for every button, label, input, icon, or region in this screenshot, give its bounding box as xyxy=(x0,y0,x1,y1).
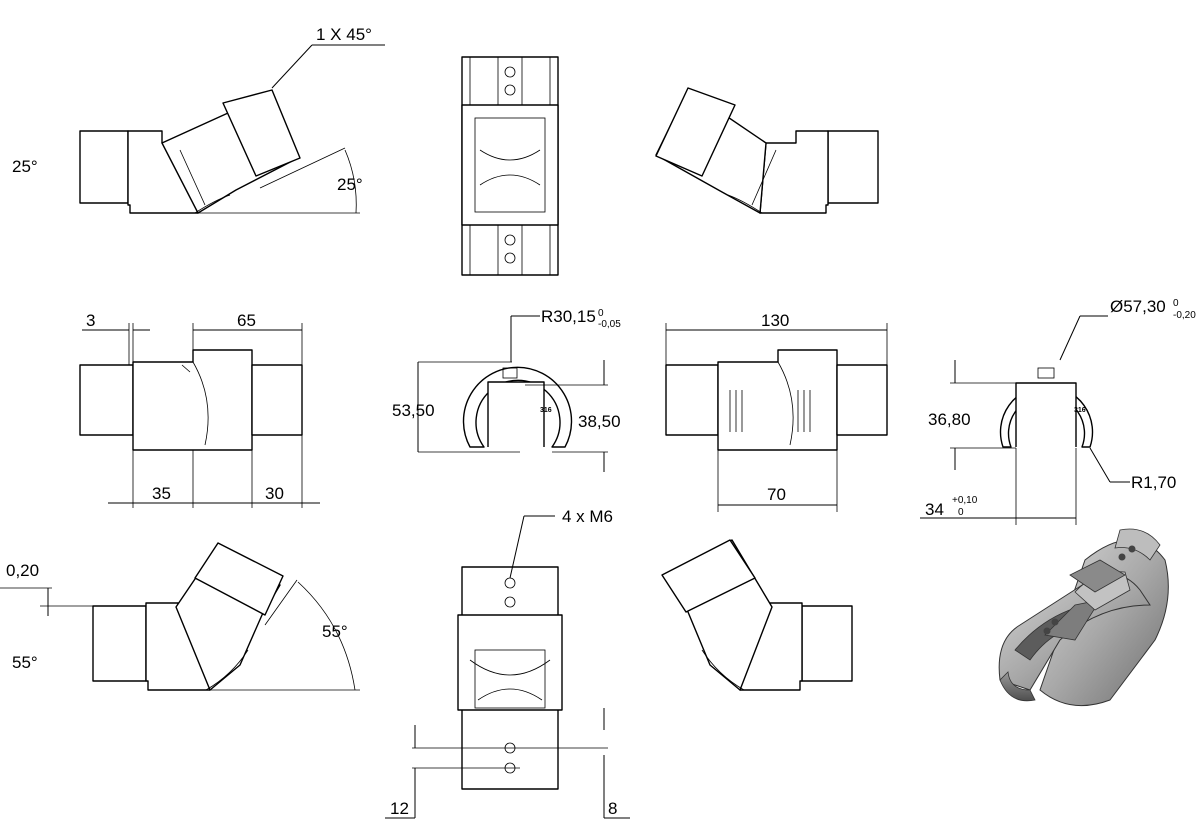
view-top-left-25deg xyxy=(79,44,385,214)
height-right: 36,80 xyxy=(928,410,971,429)
height-total: 53,50 xyxy=(392,401,435,420)
diameter-label: Ø57,30 xyxy=(1110,297,1166,316)
width-tol-lower: 0 xyxy=(958,507,964,518)
dim-12: 12 xyxy=(390,799,409,818)
width-right: 34 xyxy=(925,500,944,519)
isometric-3d-view xyxy=(998,528,1169,707)
height-slot: 38,50 xyxy=(578,412,621,431)
offset-label: 0,20 xyxy=(6,561,39,580)
width-tol-upper: +0,10 xyxy=(952,495,978,506)
m6-hole-4-icon xyxy=(504,762,516,774)
radius-label: R30,15 xyxy=(541,307,596,326)
hole-4-icon xyxy=(504,252,516,264)
length-total: 130 xyxy=(761,311,789,330)
chamfer-label: 1 X 45° xyxy=(316,25,372,44)
angle-label-right: 25° xyxy=(337,175,363,194)
view-bottom-right-55deg xyxy=(661,539,853,691)
length-body: 70 xyxy=(767,485,786,504)
dim-8: 8 xyxy=(608,799,617,818)
radius-edge: R1,70 xyxy=(1131,473,1176,492)
view-top-center xyxy=(461,56,559,276)
dim-30: 30 xyxy=(265,484,284,503)
hole-1-icon xyxy=(504,66,516,78)
material-stamp-right: 316 xyxy=(1074,407,1086,414)
thread-label: 4 x M6 xyxy=(562,507,613,526)
dim-3: 3 xyxy=(86,311,95,330)
m6-hole-3-icon xyxy=(504,742,516,754)
view-middle-left xyxy=(79,323,320,508)
hole-3-icon xyxy=(504,234,516,246)
view-section-right xyxy=(920,315,1130,525)
view-bottom-left-55deg xyxy=(0,542,360,691)
view-bottom-center xyxy=(385,515,630,819)
radius-tol-lower: -0,05 xyxy=(598,319,621,330)
radius-tol-upper: 0 xyxy=(598,308,604,319)
hole-2-icon xyxy=(504,84,516,96)
diameter-tol-lower: -0,20 xyxy=(1173,310,1196,321)
dim-35: 35 xyxy=(152,484,171,503)
angle-bottom-left: 55° xyxy=(12,653,38,672)
material-stamp-left: 316 xyxy=(540,407,552,414)
angle-label-left: 25° xyxy=(12,157,38,176)
view-middle-center xyxy=(665,323,888,512)
dim-65: 65 xyxy=(237,311,256,330)
diameter-tol-upper: 0 xyxy=(1173,298,1179,309)
m6-hole-2-icon xyxy=(504,596,516,608)
angle-bottom-right: 55° xyxy=(322,622,348,641)
view-top-right-25deg xyxy=(655,87,879,214)
view-section-left xyxy=(417,315,608,472)
m6-hole-1-icon xyxy=(504,577,516,589)
